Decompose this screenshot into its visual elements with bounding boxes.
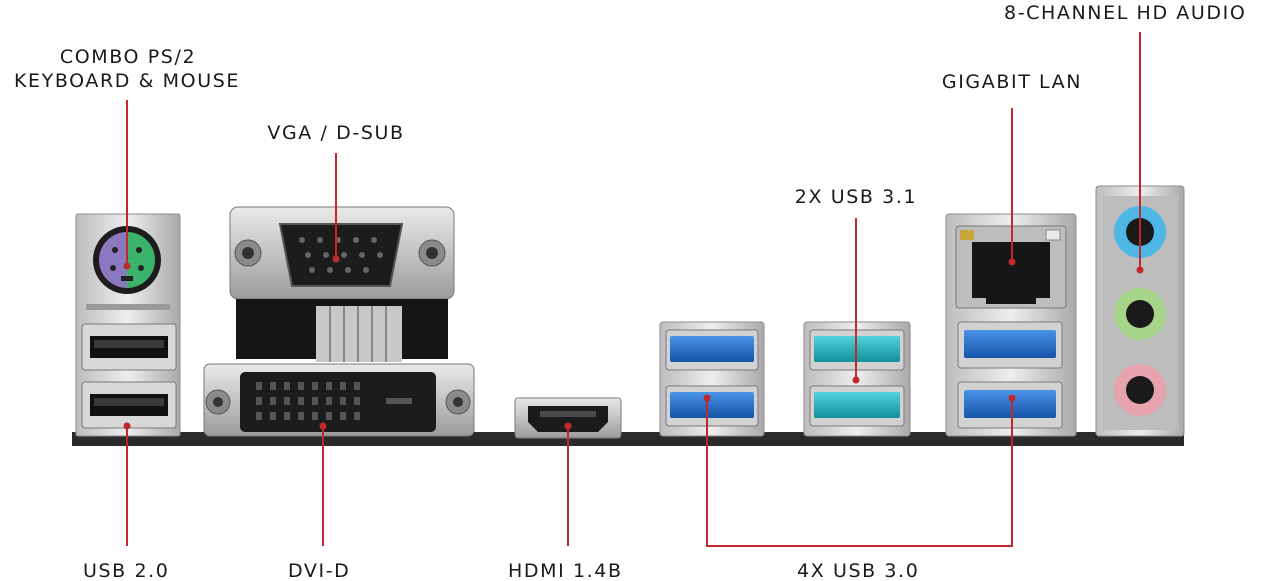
hdmi-connector: [514, 397, 622, 439]
ps2-usb20-stack: [75, 213, 181, 437]
usb30-stack-left: [659, 321, 765, 437]
lan-usb30-stack: [945, 213, 1077, 437]
leader-lines: [126, 32, 1141, 547]
usb30-port-icon: [964, 390, 1056, 418]
label-usb30: 4X USB 3.0: [797, 560, 920, 581]
label-gigabit-lan: GIGABIT LAN: [941, 71, 1083, 93]
label-dvi-d: DVI-D: [288, 560, 351, 581]
ethernet-port-icon: [972, 242, 1050, 304]
usb30-port-icon: [964, 330, 1056, 358]
label-combo-ps2: COMBO PS/2: [59, 46, 197, 68]
label-hdmi: HDMI 1.4B: [508, 560, 623, 581]
usb30-port-icon: [670, 392, 754, 418]
label-keyboard-mouse: KEYBOARD & MOUSE: [13, 70, 241, 92]
leader-line-usb30: [706, 398, 1013, 547]
vga-connector: [229, 206, 455, 362]
label-usb20: USB 2.0: [83, 560, 170, 581]
usb31-port-icon: [814, 392, 900, 418]
label-vga-dsub: VGA / D-SUB: [267, 122, 405, 144]
dvi-connector: [203, 363, 475, 437]
usb30-port-icon: [670, 336, 754, 362]
label-usb31: 2X USB 3.1: [794, 186, 918, 208]
label-hd-audio: 8-CHANNEL HD AUDIO: [1004, 2, 1247, 24]
leader-dots: [123, 255, 1144, 430]
